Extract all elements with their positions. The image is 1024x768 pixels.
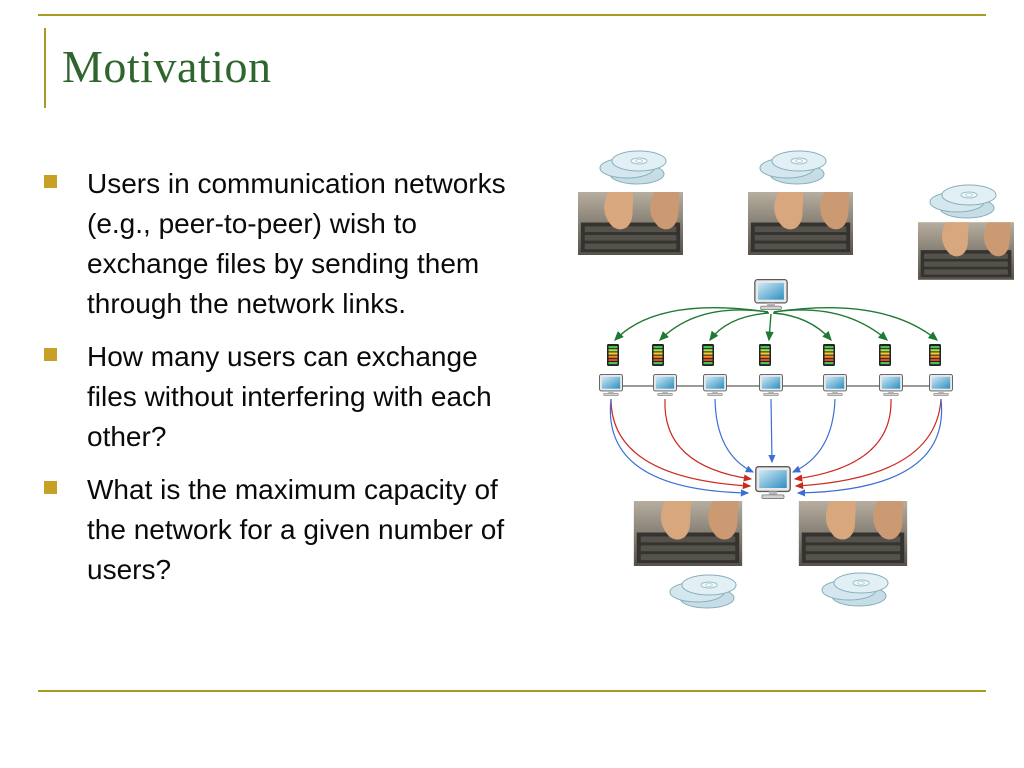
title-accent-line <box>44 28 46 108</box>
bullet-item: Users in communication networks (e.g., p… <box>44 164 544 324</box>
server-row <box>607 344 941 366</box>
bullet-square-icon <box>44 175 57 188</box>
computer-icon <box>929 374 953 396</box>
keyboard-hands-photo <box>918 222 1014 280</box>
network-diagram-svg <box>578 150 1014 609</box>
server-icon <box>652 344 664 366</box>
computer-icon <box>759 374 783 396</box>
page-title: Motivation <box>62 41 272 92</box>
source-computer-icon <box>754 279 788 310</box>
receiving-computer-icon <box>755 466 791 499</box>
server-icon <box>759 344 771 366</box>
bullet-item: What is the maximum capacity of the netw… <box>44 470 544 590</box>
cd-stack-icon <box>759 150 827 185</box>
network-diagram <box>548 136 1018 656</box>
server-icon <box>929 344 941 366</box>
bullet-item: How many users can exchange files withou… <box>44 337 544 457</box>
transfer-arrows <box>609 398 943 497</box>
bullet-text: What is the maximum capacity of the netw… <box>87 474 505 586</box>
bullet-square-icon <box>44 348 57 362</box>
cd-stack-icon <box>669 574 737 609</box>
top-rule <box>38 14 986 16</box>
bullet-text: How many users can exchange files withou… <box>87 341 492 453</box>
server-icon <box>879 344 891 366</box>
cd-stack-icon <box>599 150 667 185</box>
server-icon <box>702 344 714 366</box>
server-icon <box>823 344 835 366</box>
computer-icon <box>599 374 623 396</box>
bullet-text: Users in communication networks (e.g., p… <box>87 168 506 320</box>
keyboard-hands-photo <box>578 192 683 255</box>
green-arrows <box>614 307 939 342</box>
computer-icon <box>823 374 847 396</box>
computer-icon <box>703 374 727 396</box>
keyboard-hands-photo <box>633 501 743 566</box>
cd-stack-icon <box>821 572 889 607</box>
computer-icon <box>879 374 903 396</box>
cd-stack-icon <box>929 184 997 219</box>
bottom-rule <box>38 690 986 692</box>
keyboard-hands-photo <box>748 192 853 255</box>
bullet-square-icon <box>44 481 57 495</box>
bullet-list: Users in communication networks (e.g., p… <box>44 164 544 603</box>
keyboard-hands-photo <box>798 501 908 566</box>
server-icon <box>607 344 619 366</box>
computer-icon <box>653 374 677 396</box>
